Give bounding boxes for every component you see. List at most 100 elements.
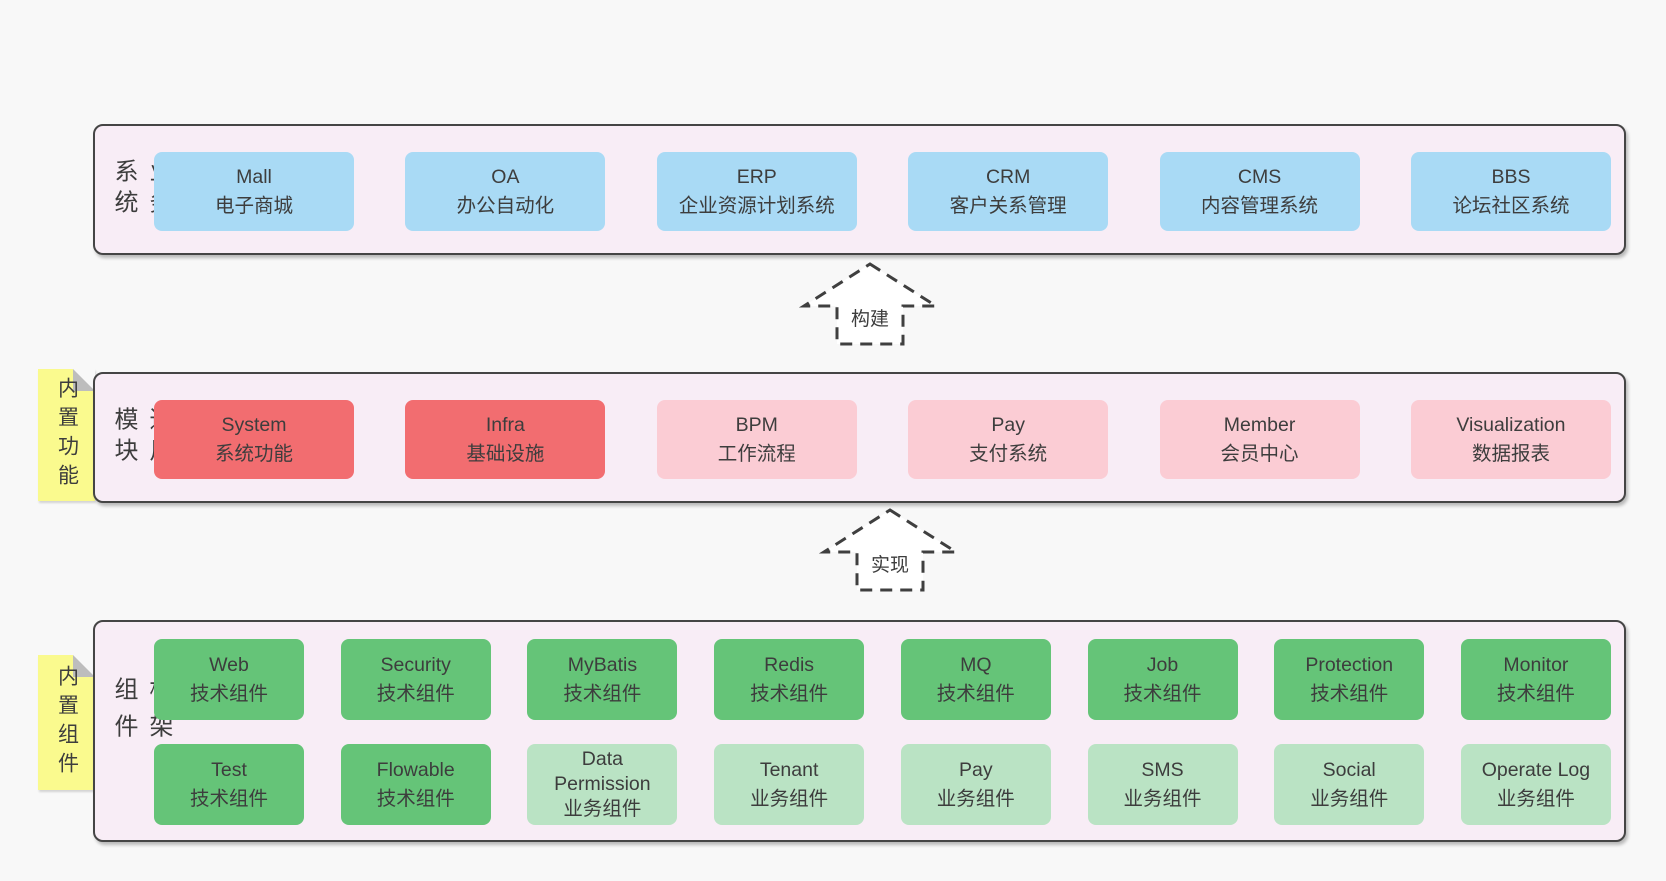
card-subtitle: 技术组件 — [189, 787, 268, 810]
business-card-bbs: BBS 论坛社区系统 — [1410, 152, 1611, 231]
business-card-cms: CMS 内容管理系统 — [1159, 152, 1360, 231]
card-subtitle: 业务组件 — [1496, 787, 1575, 810]
panel-business-systems: 业务系统 Mall 电子商城 OA 办公自动化 ERP 企业资源计划系统 CRM… — [93, 124, 1626, 255]
card-title: Visualization — [1456, 413, 1566, 436]
card-subtitle: 技术组件 — [1310, 682, 1389, 705]
card-title: BBS — [1491, 165, 1531, 188]
component-card-social: Social 业务组件 — [1274, 744, 1425, 825]
card-title: Security — [380, 653, 451, 676]
components-box-row-2: Test 技术组件 Flowable 技术组件 Data Permission … — [154, 744, 1611, 825]
component-card-tenant: Tenant 业务组件 — [714, 744, 865, 825]
business-card-crm: CRM 客户关系管理 — [908, 152, 1109, 231]
components-box-row-1: Web 技术组件 Security 技术组件 MyBatis 技术组件 Redi… — [154, 639, 1611, 720]
business-card-erp: ERP 企业资源计划系统 — [656, 152, 857, 231]
module-card-member: Member 会员中心 — [1159, 400, 1360, 479]
component-card-security: Security 技术组件 — [340, 639, 491, 720]
card-subtitle: 业务组件 — [1310, 787, 1389, 810]
build-arrow-outline — [798, 262, 942, 346]
card-title: Monitor — [1503, 653, 1569, 676]
component-card-flowable: Flowable 技术组件 — [340, 744, 491, 825]
card-title: MQ — [960, 653, 992, 676]
sticky-note-label: 内置功能 — [55, 377, 79, 493]
component-card-mybatis: MyBatis 技术组件 — [527, 639, 678, 720]
card-title: CMS — [1237, 165, 1282, 188]
card-subtitle: 系统功能 — [214, 442, 293, 465]
card-title: ERP — [736, 165, 777, 188]
module-card-system: System 系统功能 — [154, 400, 354, 479]
card-title: Tenant — [759, 758, 819, 781]
panel-common-modules: 通用模块 System 系统功能 Infra 基础设施 BPM 工作流程 Pay… — [93, 372, 1626, 503]
card-subtitle: 客户关系管理 — [949, 194, 1067, 217]
card-subtitle: 企业资源计划系统 — [678, 194, 835, 217]
component-card-mq: MQ 技术组件 — [900, 639, 1051, 720]
card-title: Data Permission — [554, 748, 651, 795]
implement-arrow-outline — [818, 508, 962, 592]
card-subtitle: 技术组件 — [376, 787, 455, 810]
business-card-mall: Mall 电子商城 — [154, 152, 354, 231]
card-title: Mall — [236, 165, 272, 188]
card-title: OA — [491, 165, 520, 188]
card-title: Job — [1146, 653, 1179, 676]
card-title: SMS — [1141, 758, 1184, 781]
card-subtitle: 技术组件 — [563, 682, 642, 705]
component-card-test: Test 技术组件 — [154, 744, 304, 825]
card-subtitle: 电子商城 — [214, 194, 293, 217]
card-subtitle: 业务组件 — [936, 787, 1015, 810]
component-card-protection: Protection 技术组件 — [1274, 639, 1425, 720]
component-card-pay: Pay 业务组件 — [900, 744, 1051, 825]
card-subtitle: 工作流程 — [717, 442, 796, 465]
card-title: Web — [209, 653, 249, 676]
build-arrow-label: 构建 — [851, 308, 889, 330]
component-card-web: Web 技术组件 — [154, 639, 304, 720]
modules-box-row: System 系统功能 Infra 基础设施 BPM 工作流程 Pay 支付系统… — [154, 400, 1611, 479]
card-subtitle: 业务组件 — [563, 798, 642, 820]
business-box-row: Mall 电子商城 OA 办公自动化 ERP 企业资源计划系统 CRM 客户关系… — [154, 152, 1611, 231]
card-subtitle: 技术组件 — [936, 682, 1015, 705]
component-card-job: Job 技术组件 — [1087, 639, 1238, 720]
module-card-visualization: Visualization 数据报表 — [1410, 400, 1611, 479]
card-title: System — [221, 413, 287, 436]
component-card-data-permission: Data Permission 业务组件 — [527, 744, 678, 825]
card-subtitle: 支付系统 — [969, 442, 1048, 465]
component-card-sms: SMS 业务组件 — [1087, 744, 1238, 825]
card-subtitle: 业务组件 — [1123, 787, 1202, 810]
card-subtitle: 技术组件 — [1496, 682, 1575, 705]
card-title: Member — [1223, 413, 1296, 436]
card-subtitle: 技术组件 — [189, 682, 268, 705]
module-card-bpm: BPM 工作流程 — [656, 400, 857, 479]
business-card-oa: OA 办公自动化 — [405, 152, 606, 231]
card-subtitle: 数据报表 — [1471, 442, 1550, 465]
component-card-monitor: Monitor 技术组件 — [1460, 639, 1611, 720]
card-subtitle: 业务组件 — [750, 787, 829, 810]
card-subtitle: 办公自动化 — [456, 194, 555, 217]
card-title: MyBatis — [567, 653, 638, 676]
card-title: CRM — [985, 165, 1031, 188]
card-subtitle: 技术组件 — [1123, 682, 1202, 705]
card-title: Test — [211, 758, 247, 781]
card-title: Pay — [991, 413, 1025, 436]
sticky-note-label: 内置组件 — [55, 664, 79, 781]
component-card-operate-log: Operate Log 业务组件 — [1460, 744, 1611, 825]
sticky-note-builtin-components: 内置组件 — [38, 655, 95, 790]
card-subtitle: 技术组件 — [750, 682, 829, 705]
card-subtitle: 基础设施 — [466, 442, 545, 465]
card-subtitle: 会员中心 — [1220, 442, 1299, 465]
build-arrow-up: 构建 — [798, 262, 942, 346]
module-card-infra: Infra 基础设施 — [405, 400, 606, 479]
card-title: Infra — [485, 413, 525, 436]
sticky-note-builtin-features: 内置功能 — [38, 369, 95, 501]
card-title: Social — [1322, 758, 1376, 781]
card-subtitle: 技术组件 — [376, 682, 455, 705]
module-card-pay: Pay 支付系统 — [908, 400, 1109, 479]
card-title: Pay — [959, 758, 993, 781]
implement-arrow-up: 实现 — [818, 508, 962, 592]
panel-framework-components: 框架组件 Web 技术组件 Security 技术组件 MyBatis 技术组件… — [93, 620, 1626, 842]
card-subtitle: 论坛社区系统 — [1452, 194, 1570, 217]
card-subtitle: 内容管理系统 — [1201, 194, 1319, 217]
card-title: BPM — [735, 413, 778, 436]
card-title: Redis — [764, 653, 815, 676]
implement-arrow-label: 实现 — [871, 554, 909, 576]
component-card-redis: Redis 技术组件 — [714, 639, 865, 720]
card-title: Operate Log — [1481, 758, 1591, 781]
